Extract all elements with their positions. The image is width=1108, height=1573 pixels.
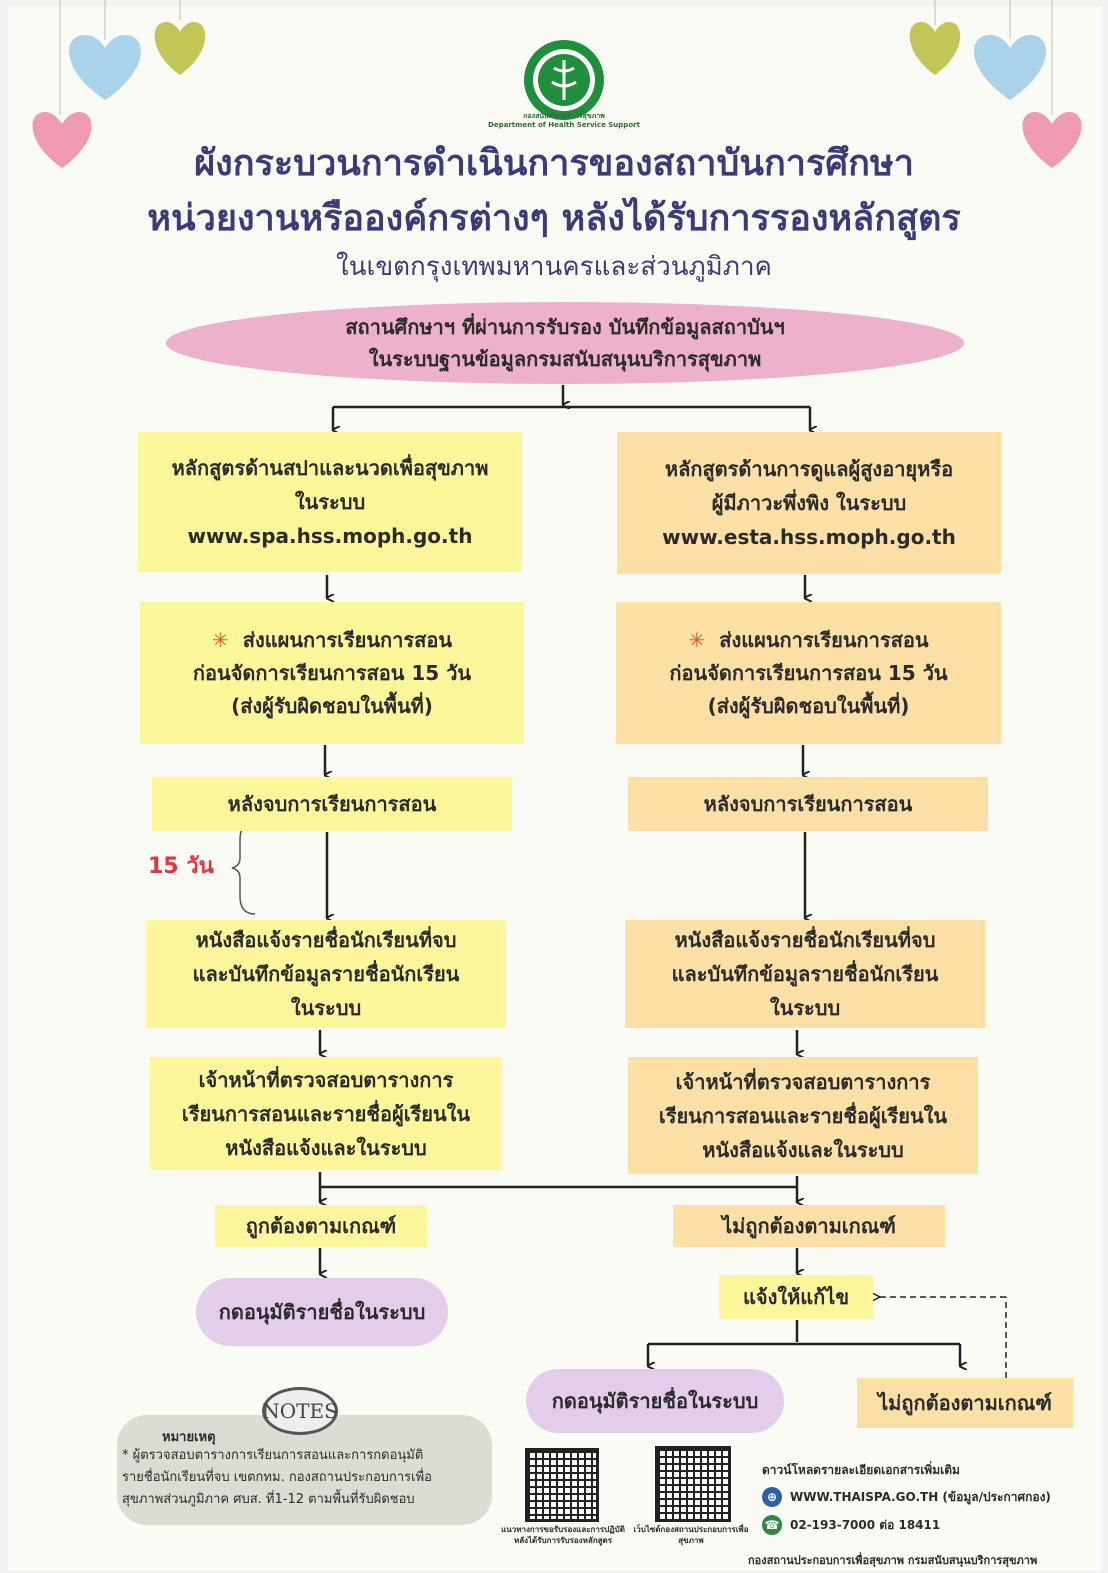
left-after-box: หลังจบการเรียนการสอน xyxy=(152,777,512,831)
phone-row[interactable]: ☎ 02-193-7000 ต่อ 18411 xyxy=(762,1515,940,1535)
approve-left-node: กดอนุมัติรายชื่อในระบบ xyxy=(196,1278,448,1346)
heart-icon xyxy=(69,35,141,100)
heart-icon xyxy=(32,112,92,168)
globe-icon: ⊕ xyxy=(762,1487,782,1507)
right-letter-line3: ในระบบ xyxy=(769,996,841,1020)
right-check-line2: เรียนการสอนและรายชื่อผู้เรียนใน xyxy=(658,1103,948,1128)
qr-caption-guideline: แนวทางการขอรับรองและการปฏิบัติหลังได้รับ… xyxy=(501,1525,625,1545)
correct-box: ถูกต้องตามเกณฑ์ xyxy=(215,1205,427,1247)
start-line2: ในระบบฐานข้อมูลกรมสนับสนุนบริการสุขภาพ xyxy=(368,347,762,371)
page-title-line2: หน่วยงานหรือองค์กรต่างๆ หลังได้รับการรอง… xyxy=(147,198,961,239)
right-check-line1: เจ้าหน้าที่ตรวจสอบตารางการ xyxy=(675,1069,931,1094)
moph-logo-icon xyxy=(524,40,604,120)
right-plan-line1: ส่งแผนการเรียนการสอน xyxy=(719,627,929,652)
heart-icon xyxy=(909,22,961,75)
right-after-box: หลังจบการเรียนการสอน xyxy=(628,777,988,831)
logo-line2: Department of Health Service Support xyxy=(488,121,640,129)
left-check-box: เจ้าหน้าที่ตรวจสอบตารางการ เรียนการสอนแล… xyxy=(150,1057,502,1170)
incorrect2-box: ไม่ถูกต้องตามเกณฑ์ xyxy=(857,1378,1073,1428)
left-course-line2: ในระบบ xyxy=(294,490,366,514)
left-letter-line3: ในระบบ xyxy=(290,996,362,1020)
download-label: ดาวน์โหลดรายละเอียดเอกสารเพิ่มเติม xyxy=(762,1463,960,1477)
left-letter-line2: และบันทึกข้อมูลรายชื่อนักเรียน xyxy=(192,962,460,986)
incorrect-label: ไม่ถูกต้องตามเกณฑ์ xyxy=(722,1213,896,1238)
right-course-url: www.esta.hss.moph.go.th xyxy=(662,525,956,549)
notes-body: * ผู้ตรวจสอบตารางการเรียนการสอนและการกดอ… xyxy=(122,1445,490,1511)
notes-line2: รายชื่อนักเรียนที่จบ เขตกทม. กองสถานประก… xyxy=(122,1470,432,1485)
right-check-line3: หนังสือแจ้งและในระบบ xyxy=(702,1137,904,1162)
left-plan-line3: (ส่งผู้รับผิดชอบในพื้นที่) xyxy=(231,693,433,718)
left-plan-box: ✳ ส่งแผนการเรียนการสอน ก่อนจัดการเรียนการ… xyxy=(140,602,524,744)
notes-heading: หมายเหตุ xyxy=(162,1430,216,1445)
fifteen-days-label: 15 วัน xyxy=(148,854,214,879)
start-line1: สถานศึกษาฯ ที่ผ่านการรับรอง บันทึกข้อมูล… xyxy=(345,315,785,339)
incorrect2-label: ไม่ถูกต้องตามเกณฑ์ xyxy=(878,1390,1052,1415)
left-after-label: หลังจบการเรียนการสอน xyxy=(227,791,437,816)
left-letter-box: หนังสือแจ้งรายชื่อนักเรียนที่จบ และบันทึ… xyxy=(146,920,506,1028)
right-check-box: เจ้าหน้าที่ตรวจสอบตารางการ เรียนการสอนแล… xyxy=(628,1057,978,1174)
fix-label: แจ้งให้แก้ไข xyxy=(742,1284,850,1309)
incorrect-box: ไม่ถูกต้องตามเกณฑ์ xyxy=(673,1205,945,1247)
star-icon: ✳ xyxy=(688,627,706,652)
approve-left-label: กดอนุมัติรายชื่อในระบบ xyxy=(218,1299,426,1324)
start-node: สถานศึกษาฯ ที่ผ่านการรับรอง บันทึกข้อมูล… xyxy=(166,302,964,384)
notes-badge: NOTES xyxy=(262,1387,338,1435)
right-letter-line1: หนังสือแจ้งรายชื่อนักเรียนที่จบ xyxy=(674,928,936,952)
heart-icon xyxy=(154,22,206,75)
notes-line1: * ผู้ตรวจสอบตารางการเรียนการสอนและการกดอ… xyxy=(122,1448,424,1463)
logo-caption: กองสนับสนุนบริการสุขภาพ Department of He… xyxy=(480,112,648,130)
left-check-line1: เจ้าหน้าที่ตรวจสอบตารางการ xyxy=(198,1067,454,1092)
footer-text: กองสถานประกอบการเพื่อสุขภาพ กรมสนับสนุนบ… xyxy=(748,1554,1038,1567)
left-plan-line1: ส่งแผนการเรียนการสอน xyxy=(242,627,453,652)
right-course-box: หลักสูตรด้านการดูแลผู้สูงอายุหรือ ผู้มีภ… xyxy=(617,432,1001,574)
right-letter-box: หนังสือแจ้งรายชื่อนักเรียนที่จบ และบันทึ… xyxy=(625,920,985,1028)
website-row[interactable]: ⊕ WWW.THAISPA.GO.TH (ข้อมูล/ประกาศกอง) xyxy=(762,1487,1051,1507)
phone-icon: ☎ xyxy=(762,1515,782,1535)
page-subtitle: ในเขตกรุงเทพมหานครและส่วนภูมิภาค xyxy=(336,252,772,282)
right-letter-line2: และบันทึกข้อมูลรายชื่อนักเรียน xyxy=(671,962,939,986)
right-plan-line3: (ส่งผู้รับผิดชอบในพื้นที่) xyxy=(707,693,910,718)
left-course-box: หลักสูตรด้านสปาและนวดเพื่อสุขภาพ ในระบบ … xyxy=(138,432,522,572)
approve-right-label: กดอนุมัติรายชื่อในระบบ xyxy=(551,1388,759,1413)
website-text[interactable]: WWW.THAISPA.GO.TH (ข้อมูล/ประกาศกอง) xyxy=(790,1489,1051,1504)
page-title-line1: ผังกระบวนการดำเนินการของสถาบันการศึกษา xyxy=(194,143,914,184)
right-plan-box: ✳ ส่งแผนการเรียนการสอน ก่อนจัดการเรียนการ… xyxy=(616,602,1001,744)
left-course-line1: หลักสูตรด้านสปาและนวดเพื่อสุขภาพ xyxy=(171,456,489,480)
right-course-line1: หลักสูตรด้านการดูแลผู้สูงอายุหรือ xyxy=(664,457,954,481)
right-plan-line2: ก่อนจัดการเรียนการสอน 15 วัน xyxy=(669,660,948,685)
logo-line1: กองสนับสนุนบริการสุขภาพ xyxy=(523,112,605,120)
left-check-line3: หนังสือแจ้งและในระบบ xyxy=(225,1135,427,1160)
left-letter-line1: หนังสือแจ้งรายชื่อนักเรียนที่จบ xyxy=(195,928,457,952)
heart-icon xyxy=(1022,112,1082,168)
left-plan-line2: ก่อนจัดการเรียนการสอน 15 วัน xyxy=(192,660,472,685)
qr-code-website[interactable] xyxy=(655,1446,731,1522)
phone-text[interactable]: 02-193-7000 ต่อ 18411 xyxy=(790,1517,941,1532)
qr-caption-website: เว็บไซต์กองสถานประกอบการเพื่อสุขภาพ xyxy=(633,1525,749,1545)
fix-box: แจ้งให้แก้ไข xyxy=(719,1275,873,1319)
left-course-url: www.spa.hss.moph.go.th xyxy=(187,524,473,548)
approve-right-node: กดอนุมัติรายชื่อในระบบ xyxy=(526,1369,784,1433)
right-course-line2: ผู้มีภาวะพึ่งพิง ในระบบ xyxy=(711,491,907,515)
correct-label: ถูกต้องตามเกณฑ์ xyxy=(245,1213,397,1238)
right-after-label: หลังจบการเรียนการสอน xyxy=(703,791,913,816)
notes-line3: สุขภาพส่วนภูมิภาค ศบส. ที่1-12 ตามพื้นที… xyxy=(122,1492,415,1507)
star-icon: ✳ xyxy=(211,627,229,652)
hearts-decoration xyxy=(32,0,1082,168)
qr-code-guideline[interactable] xyxy=(525,1448,599,1522)
heart-icon xyxy=(974,35,1046,100)
left-check-line2: เรียนการสอนและรายชื่อผู้เรียนใน xyxy=(181,1101,471,1126)
